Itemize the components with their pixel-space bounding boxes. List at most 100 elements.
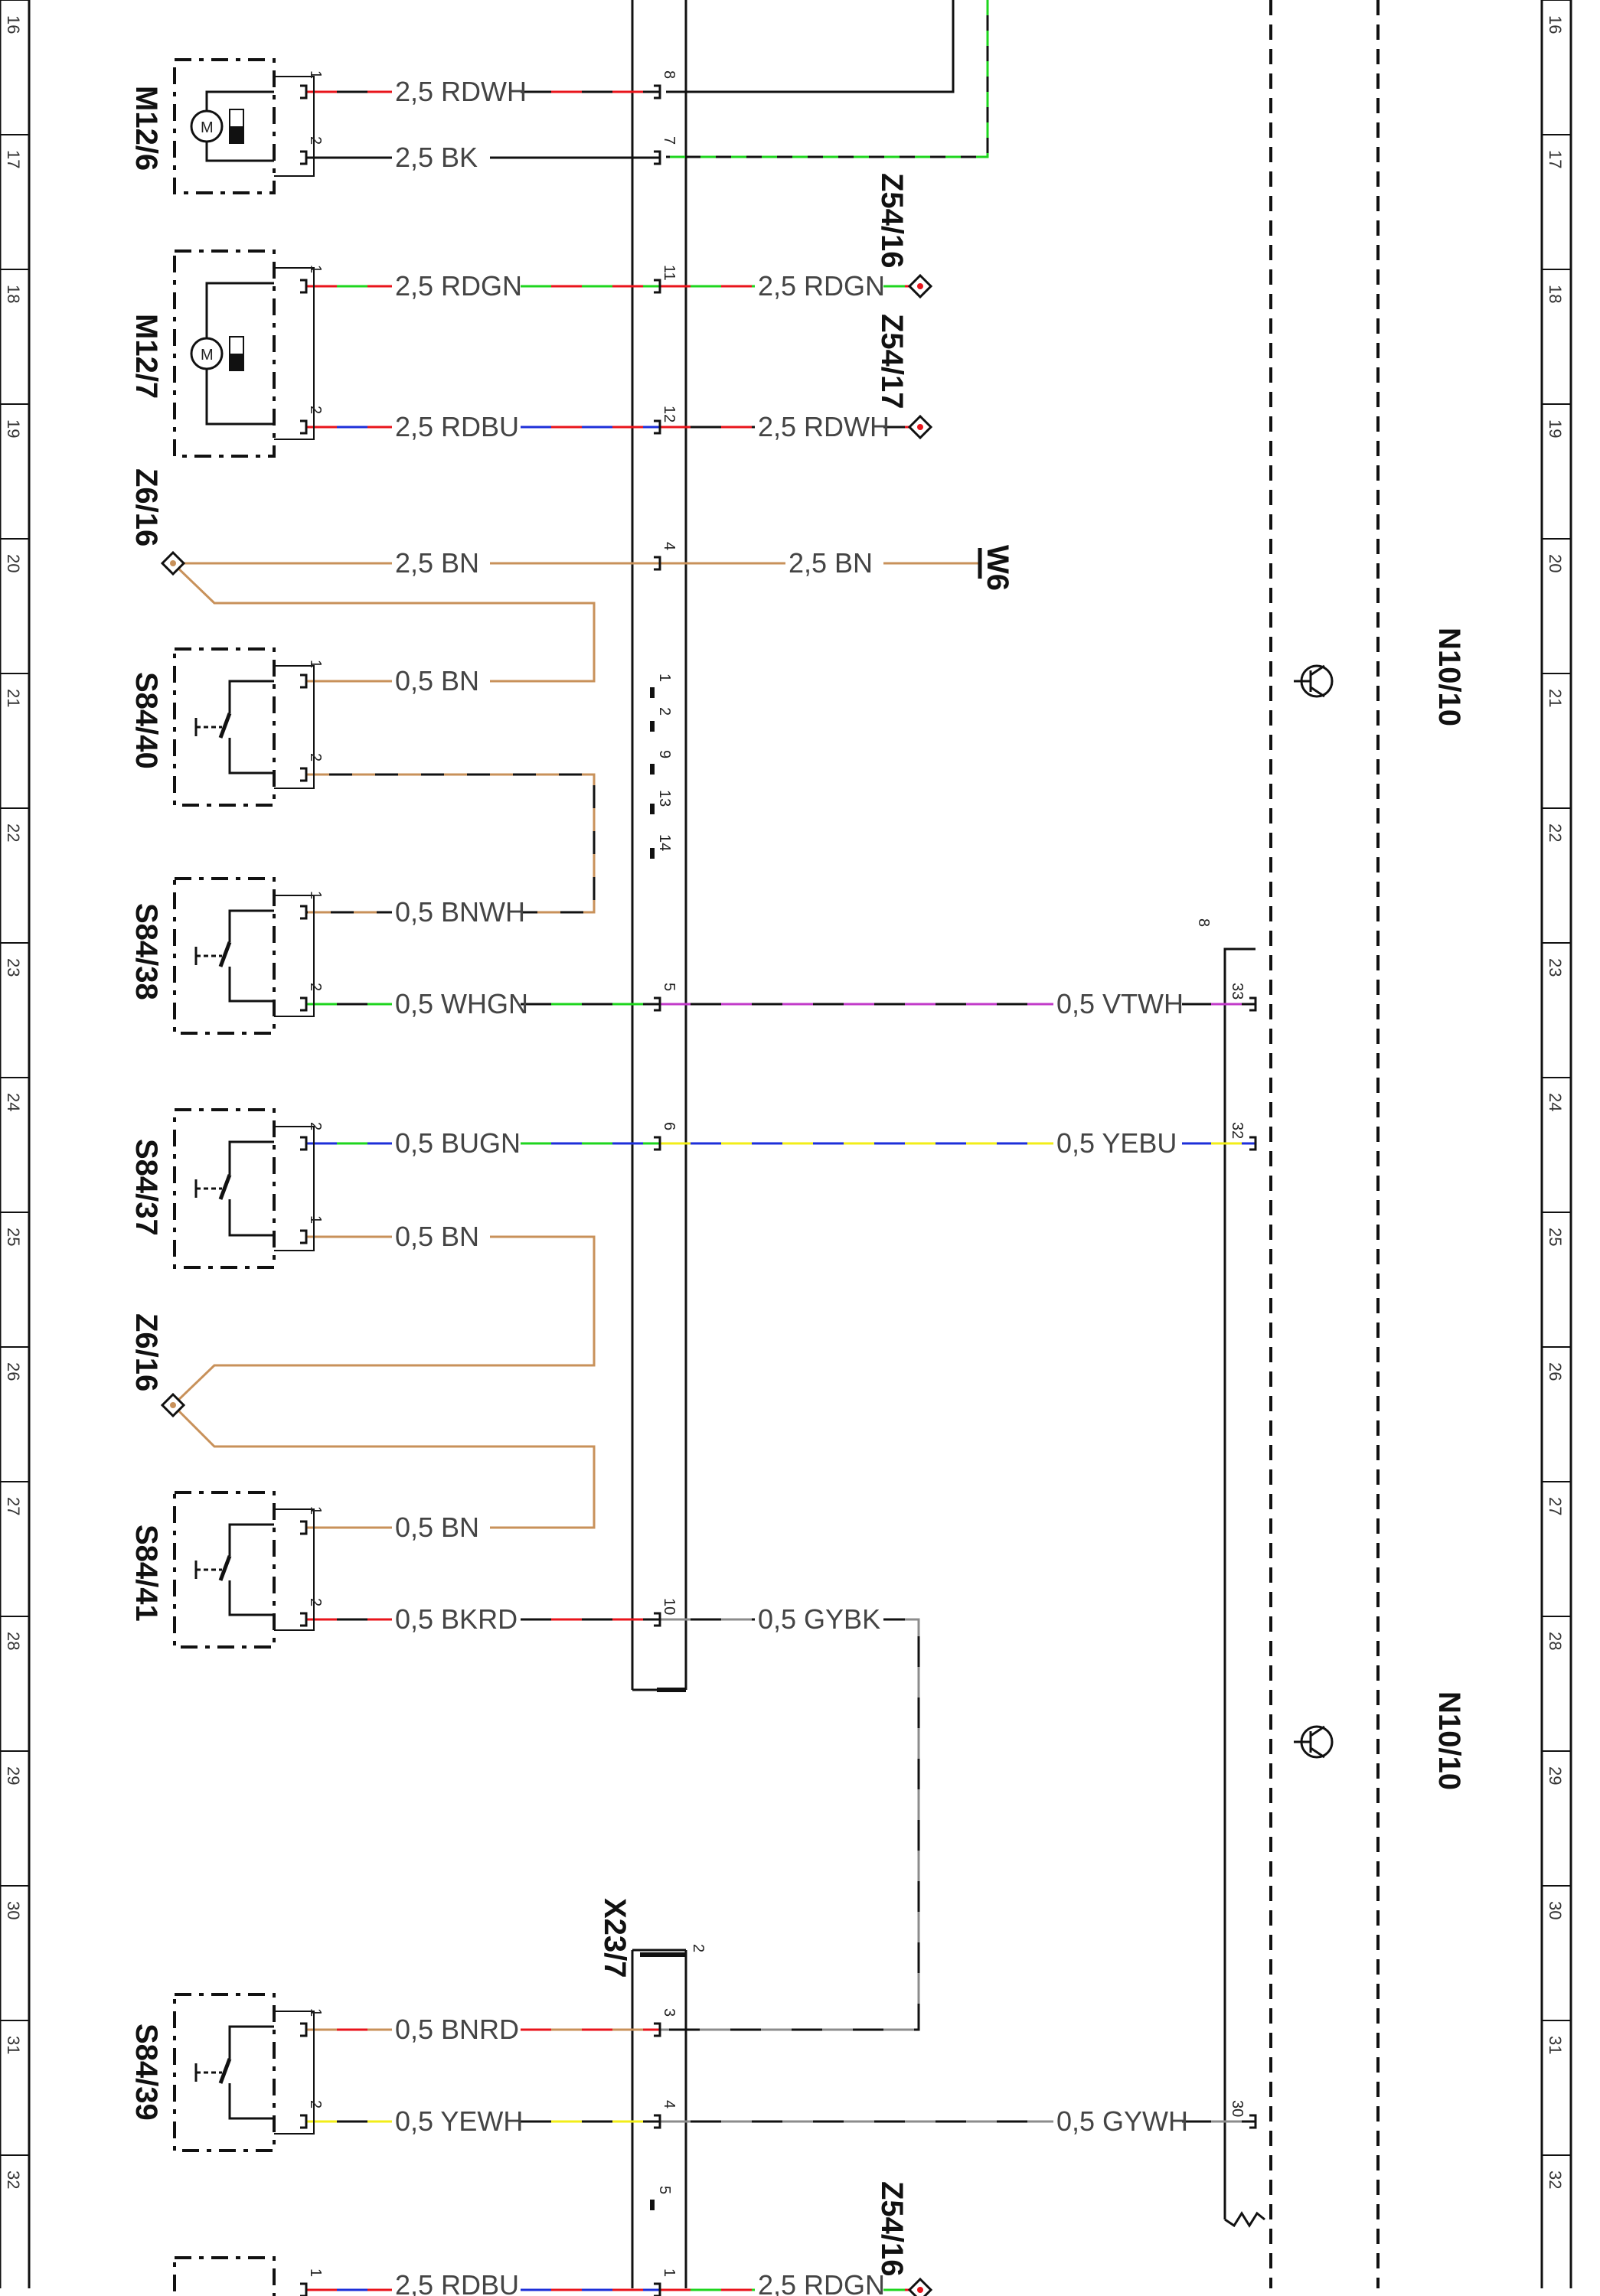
wire-label-z6-16-top-bg bbox=[392, 550, 490, 579]
m12-7-motor-icon bbox=[190, 337, 224, 370]
wire-label-bottom-right-bg bbox=[755, 2272, 883, 2296]
s84-39-lead2 bbox=[228, 2083, 274, 2120]
n10-10-label-lower: N10/10 bbox=[1432, 1691, 1466, 1790]
s84-37-lead2 bbox=[228, 1199, 274, 1237]
grid-row-label: 25 bbox=[1546, 1228, 1565, 1246]
m12-6-pin1-num: 1 bbox=[307, 70, 324, 79]
n10-bus-header-label: 8 bbox=[1195, 918, 1212, 927]
s84-41-pin2-pin bbox=[300, 1612, 308, 1627]
grid-row-label: 18 bbox=[4, 285, 23, 303]
s84-40-contact-frame bbox=[274, 665, 315, 789]
wire-label-s84-38-2-bg bbox=[392, 990, 521, 1019]
central-connector bbox=[631, 0, 687, 1692]
grid-row-label: 30 bbox=[4, 1901, 23, 1919]
s84-38-label: S84/38 bbox=[129, 903, 163, 1000]
m12-7-motor-m: M bbox=[201, 347, 214, 364]
s84-39-lead1 bbox=[228, 2025, 274, 2059]
s84-38-lead1 bbox=[228, 909, 274, 942]
conn-unused-pin-num: 9 bbox=[656, 750, 673, 758]
m12-7-box bbox=[173, 249, 276, 458]
grid-row-label: 24 bbox=[1546, 1093, 1565, 1111]
wire-label-vtwh: 0,5 VTWH bbox=[1056, 988, 1184, 1019]
m12-7-pin1-pin bbox=[300, 279, 308, 294]
m12-6-box bbox=[173, 58, 276, 194]
s84-40-pin2-num: 2 bbox=[307, 753, 324, 762]
m12-7-sensor-fill bbox=[230, 354, 243, 370]
grid-row-label: 16 bbox=[1546, 15, 1565, 34]
wire-label-m12-6-2: 2,5 BK bbox=[395, 142, 478, 173]
transistor-icon-upper bbox=[1294, 664, 1334, 698]
s84-37-contact-frame bbox=[274, 1126, 315, 1251]
transistor-icon-lower bbox=[1294, 1725, 1334, 1759]
m12-7-contact-frame bbox=[274, 267, 315, 440]
s84-41-switch-blade bbox=[218, 1555, 232, 1581]
wire-s84-40-to-s84-38-color bbox=[306, 773, 596, 914]
conn-pin-4-pin bbox=[654, 556, 661, 571]
top-wire-green bbox=[666, 0, 989, 158]
z54-17-label: Z54/17 bbox=[875, 314, 909, 409]
wire-label-z54-16-bg bbox=[755, 272, 883, 302]
m12-6-lead1 bbox=[205, 90, 274, 111]
s84-40-lead1 bbox=[228, 680, 274, 713]
s84-40-label: S84/40 bbox=[129, 672, 163, 769]
wire-label-z54-17: 2,5 RDWH bbox=[758, 411, 890, 442]
s84-37-pin2-num: 2 bbox=[307, 1122, 324, 1130]
conn-pin-12-num: 12 bbox=[661, 406, 678, 422]
bottom-component-box bbox=[173, 2256, 276, 2296]
wire-label-yebu: 0,5 YEBU bbox=[1056, 1127, 1177, 1159]
components-layer: MM bbox=[160, 58, 1257, 2296]
m12-7-pin1-num: 1 bbox=[307, 265, 324, 273]
grid-row-label: 19 bbox=[1546, 419, 1565, 438]
wire-label-bottom-left: 2,5 RDBU bbox=[395, 2269, 519, 2296]
grid-row-label: 28 bbox=[4, 1632, 23, 1650]
s84-41-lead1 bbox=[228, 1523, 274, 1556]
wire-label-bottom-left-bg bbox=[392, 2272, 521, 2296]
grid-row-label: 27 bbox=[1546, 1497, 1565, 1515]
conn-pin-5-pin bbox=[654, 996, 661, 1012]
conn-pin-5-num: 5 bbox=[661, 983, 678, 991]
n10-pin-33-pin bbox=[1249, 996, 1257, 1012]
grid-row-label: 22 bbox=[1546, 823, 1565, 842]
s84-38-contact-frame bbox=[274, 895, 315, 1017]
wire-label-s84-40-1: 0,5 BN bbox=[395, 665, 479, 696]
grid-row-label: 32 bbox=[1546, 2170, 1565, 2189]
wire-s84-37-1 bbox=[171, 1235, 596, 1407]
wire-label-s84-41-1: 0,5 BN bbox=[395, 1512, 479, 1543]
s84-40-switch-blade bbox=[218, 713, 232, 739]
s84-39-switch-blade bbox=[218, 2058, 232, 2084]
n10-pin-32-num: 32 bbox=[1229, 1122, 1246, 1139]
grid-row-label: 20 bbox=[1546, 554, 1565, 572]
s84-39-pin2-num: 2 bbox=[307, 2100, 324, 2108]
s84-40-box bbox=[173, 647, 276, 807]
s84-39-label: S84/39 bbox=[129, 2024, 163, 2121]
m12-6-motor-icon bbox=[190, 109, 224, 143]
n10-pin-32-pin bbox=[1249, 1136, 1257, 1151]
wire-label-s84-37-2: 0,5 BUGN bbox=[395, 1127, 521, 1159]
z6-16-a-splice-dot bbox=[170, 560, 176, 566]
wire-label-s84-39-1-bg bbox=[392, 2016, 521, 2045]
s84-41-pin2-num: 2 bbox=[307, 1598, 324, 1606]
z54-17-splice-dot bbox=[917, 424, 923, 430]
wire-label-z54-17-bg bbox=[755, 413, 883, 442]
grid-row-label: 18 bbox=[1546, 285, 1565, 303]
z6-16-b-label: Z6/16 bbox=[129, 1313, 163, 1391]
wire-label-m12-7-2: 2,5 RDBU bbox=[395, 411, 519, 442]
grid-row-label: 22 bbox=[4, 823, 23, 842]
s84-41-contact-frame bbox=[274, 1508, 315, 1631]
grid-row-label: 17 bbox=[4, 150, 23, 168]
top-wire-green-dash bbox=[666, 0, 989, 158]
s84-38-box bbox=[173, 877, 276, 1035]
grid-row-label: 16 bbox=[4, 15, 23, 34]
wire-label-gywh-bg bbox=[1053, 2108, 1182, 2137]
wire-label-z54-16: 2,5 RDGN bbox=[758, 270, 885, 302]
z54-16-a-label: Z54/16 bbox=[875, 173, 909, 269]
grid-row-label: 19 bbox=[4, 419, 23, 438]
n10-10-label-upper: N10/10 bbox=[1432, 628, 1466, 726]
m12-6-pin2-num: 2 bbox=[307, 136, 324, 145]
s84-40-pin1-pin bbox=[300, 673, 308, 689]
wire-label-gybk-bg bbox=[755, 1606, 883, 1635]
wires-layer bbox=[171, 90, 1256, 2291]
m12-6-pin2-pin bbox=[300, 150, 308, 165]
wire-label-vtwh-bg bbox=[1053, 990, 1182, 1019]
